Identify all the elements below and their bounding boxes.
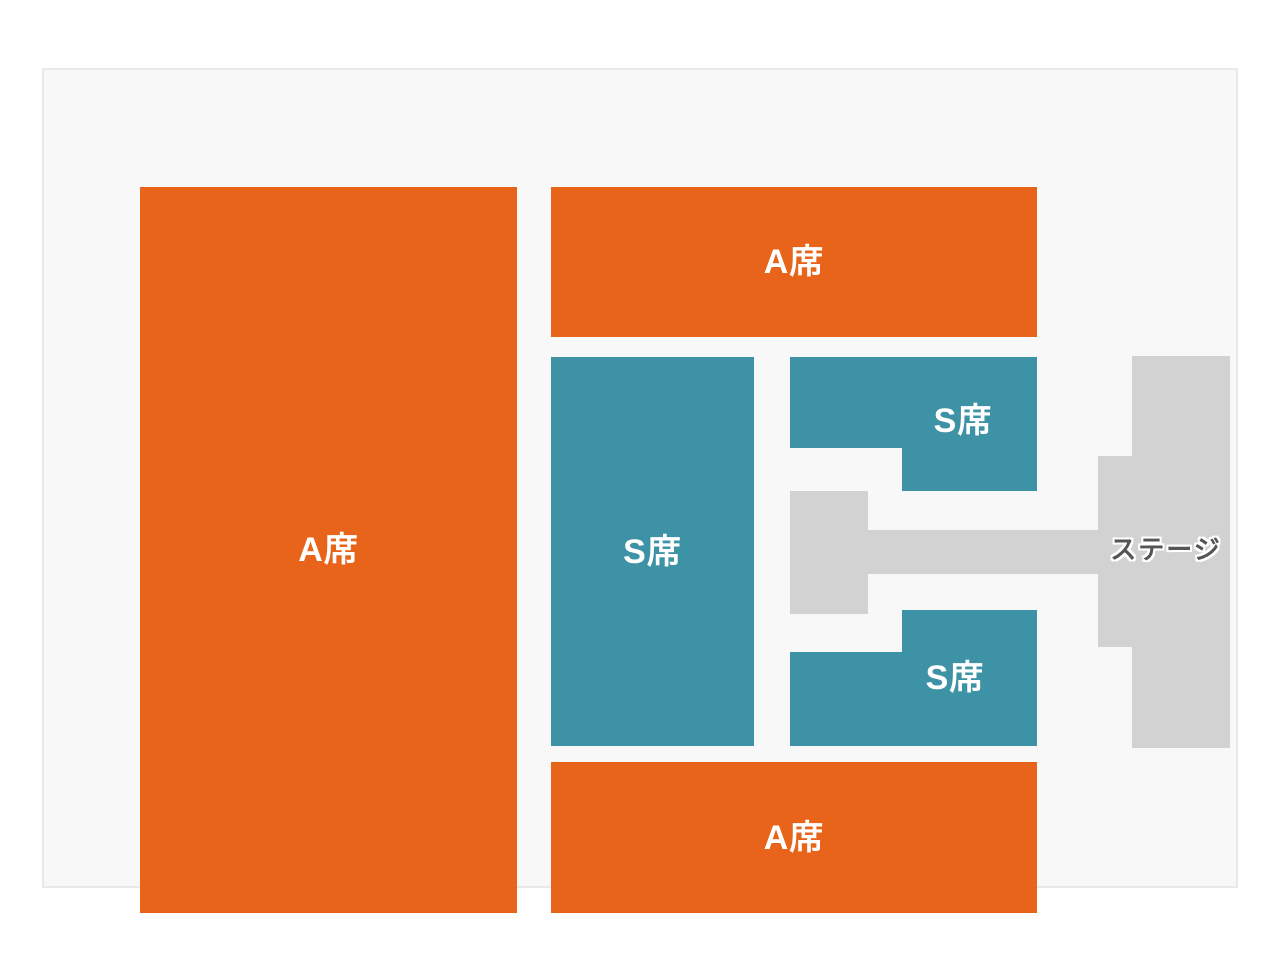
seat-block-s-upper-right: S席 <box>790 357 1037 491</box>
seat-block-s-center-label: S席 <box>623 532 682 571</box>
stage-runway <box>868 530 1098 574</box>
seat-block-s-upper-right-label: S席 <box>933 402 993 440</box>
seat-block-s-lower-right-main <box>790 652 1037 746</box>
seat-block-a-bottom: A席 <box>551 762 1037 913</box>
seat-block-s-lower-right-label: S席 <box>925 659 985 697</box>
stage-label: ステージ <box>1110 534 1222 565</box>
seat-block-s-lower-right: S席 <box>790 610 1037 746</box>
seat-block-a-left: A席 <box>140 187 517 913</box>
stage-center-apron <box>790 491 868 614</box>
stage-main <box>1132 356 1230 748</box>
seat-block-s-upper-right-inner <box>902 448 1037 491</box>
seat-block-a-top: A席 <box>551 187 1037 337</box>
seating-chart-panel: A席 A席 S席 S席 S席 A席 <box>42 68 1238 913</box>
seat-block-s-lower-right-inner <box>902 610 1037 652</box>
seat-block-a-top-label: A席 <box>763 243 825 281</box>
stage-area: ステージ <box>790 356 1230 748</box>
seat-block-a-bottom-label: A席 <box>763 818 825 857</box>
seat-block-a-left-label: A席 <box>298 531 359 569</box>
stage-wing <box>1098 456 1132 647</box>
seat-block-s-center: S席 <box>551 357 754 746</box>
seat-block-s-upper-right-main <box>790 357 1037 448</box>
